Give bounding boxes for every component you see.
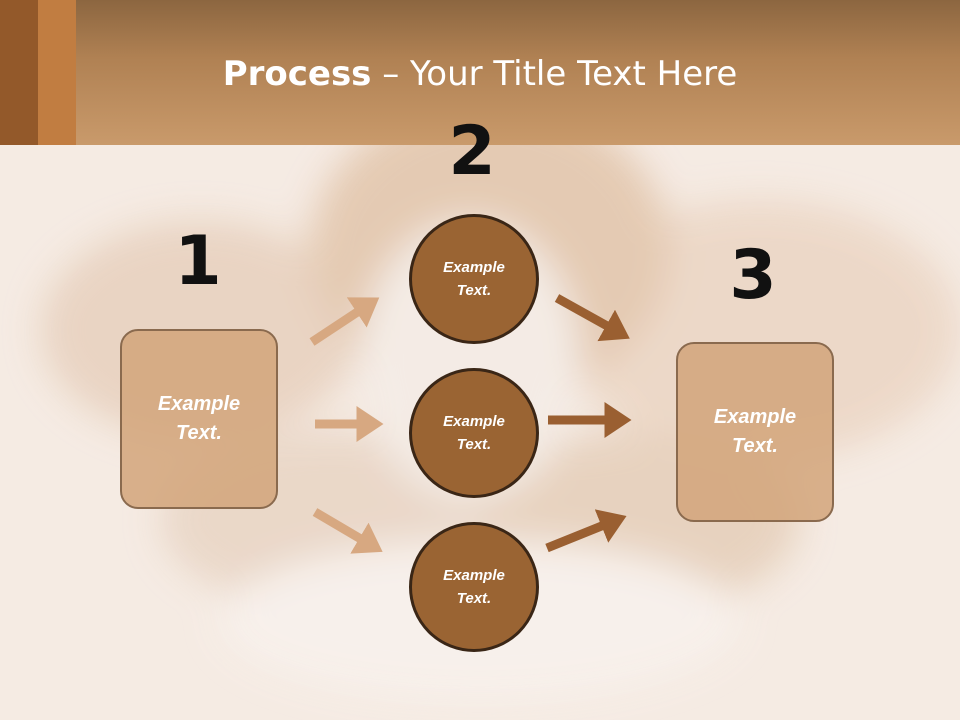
arrow-from-bottom-node [545, 509, 627, 553]
step-3-text-line1: Example [713, 406, 797, 428]
step-1-text-line2: Text. [176, 422, 222, 444]
arrow-to-bottom-node [312, 508, 383, 554]
slide-title: Process – Your Title Text Here [0, 52, 960, 96]
node-bottom-text-line1: Example [443, 567, 505, 584]
step-2-node-middle[interactable]: Example Text. [409, 368, 539, 498]
title-banner [0, 0, 960, 145]
node-bottom-text-line2: Text. [456, 590, 492, 607]
step-2-node-top[interactable]: Example Text. [409, 214, 539, 344]
step-number-3: 3 [729, 236, 777, 315]
arrow-to-top-node [309, 297, 380, 346]
node-middle-text-line2: Text. [456, 436, 492, 453]
step-3-box[interactable]: Example Text. [676, 342, 834, 522]
step-3-text-line2: Text. [732, 435, 778, 457]
step-number-1: 1 [174, 222, 222, 301]
node-middle-text-line1: Example [443, 413, 505, 430]
banner-stripe [0, 0, 38, 145]
step-2-node-bottom[interactable]: Example Text. [409, 522, 539, 652]
step-number-2: 2 [448, 112, 496, 191]
banner-stripe [38, 0, 76, 145]
step-1-box[interactable]: Example Text. [120, 329, 278, 509]
title-bold: Process [222, 54, 372, 94]
arrow-from-top-node [554, 294, 630, 342]
title-rest: – Your Title Text Here [371, 54, 738, 94]
node-top-text-line2: Text. [456, 282, 492, 299]
node-top-text-line1: Example [443, 259, 505, 276]
step-1-text-line1: Example [157, 393, 241, 415]
